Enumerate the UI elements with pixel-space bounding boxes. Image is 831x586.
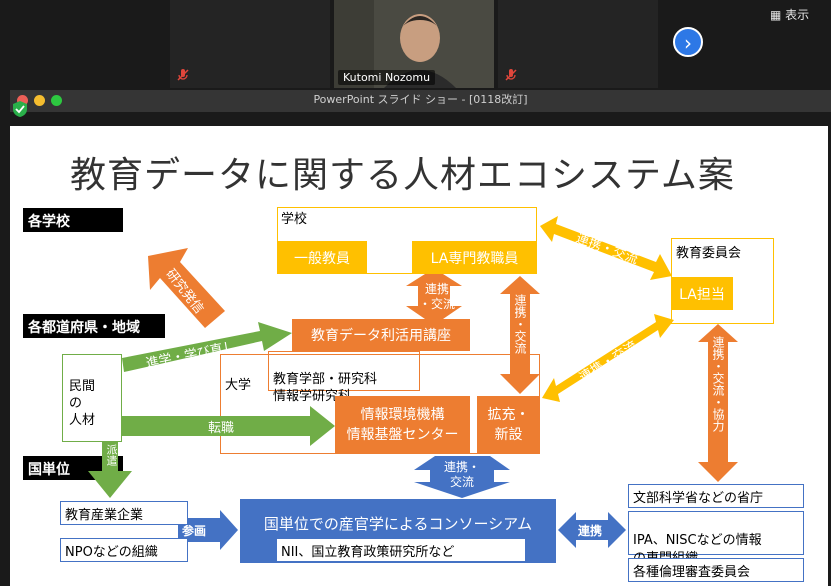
slide-title: 教育データに関する人材エコシステム案 [70,155,735,196]
la-staff-box: LA担当 [671,277,733,310]
school-box [277,207,537,274]
board-label: 教育委員会 [676,246,742,261]
coop-board-vertical-arrow-label: 連携・交流・協力 [711,336,725,432]
research-arrow [148,248,225,328]
participate-arrow-label: 参画 [182,524,207,538]
mic-muted-icon [176,68,190,85]
faculties-label: 教育学部・研究科 情報学研究科 [273,372,378,404]
transfer-arrow-label: 転職 [208,421,235,436]
advance-arrow [122,322,292,372]
transfer-arrow [122,406,335,446]
minimize-window-icon[interactable] [34,95,45,106]
level-label-prefecture: 各都道府県・地域 [23,314,165,338]
slide-canvas[interactable]: 教育データに関する人材エコシステム案 各学校 各都道府県・地域 国単位 学校 一… [10,126,828,586]
participant-name: Kutomi Nozomu [338,70,436,85]
dispatch-arrow [88,442,132,498]
university-label: 大学 [225,378,252,393]
general-teacher-box: 一般教員 [277,241,367,274]
security-shield-icon [12,100,28,118]
info-center-label: 情報環境機構 情報基盤センター [346,407,459,443]
show-view-button[interactable]: ▦ 表示 [770,6,809,23]
coop-vertical-arrow-label: 連携・交流 [513,294,527,354]
ed-industry-box: 教育産業企業 [60,501,188,525]
participate-arrow [178,510,238,550]
coop-board-top-arrow [540,216,672,280]
faculties-box: 教育学部・研究科 情報学研究科 [268,351,420,404]
coop-national-arrow [414,456,510,498]
la-teacher-box: LA専門教職員 [412,241,537,274]
coop-board-vertical-arrow [698,324,738,482]
video-tile-left [170,0,330,88]
ethics-box: 各種倫理審査委員会 [628,558,804,582]
private-sector-label: 民間 の 人材 [69,379,96,428]
window-title: PowerPoint スライド ショー - [0118改訂] [313,93,528,106]
course-box: 教育データ利活用講座 [292,319,470,351]
level-label-school: 各学校 [23,208,123,232]
next-page-button[interactable]: › [673,27,703,57]
diagram-arrows [88,216,738,550]
video-tile-right [498,0,658,88]
private-sector-box: 民間 の 人材 [62,354,122,442]
coop-vertical-arrow [500,276,540,394]
dispatch-arrow-label: 派遣 [105,444,118,466]
mic-muted-icon [504,68,518,85]
coop-national-arrow-label: 連携・ 交流 [443,460,480,489]
coop-board-mid-arrow [542,314,674,402]
maximize-window-icon[interactable] [51,95,62,106]
grid-icon: ▦ [770,8,782,22]
coop-small-arrow-label: 連携 ・交流 [418,282,455,311]
show-view-label: 表示 [785,8,810,22]
window-titlebar[interactable]: PowerPoint スライド ショー - [0118改訂] [10,90,831,112]
link-arrow-label: 連携 [578,524,603,538]
coop-small-arrow [406,274,462,319]
consortium-title: 国単位での産官学によるコンソーシアム [263,515,533,533]
school-label: 学校 [281,212,308,227]
mext-box: 文部科学省などの省庁 [628,484,804,508]
info-center-box: 情報環境機構 情報基盤センター [335,396,470,454]
close-window-icon[interactable] [17,95,28,106]
expand-label: 拡充・ 新設 [487,407,530,443]
npo-box: NPOなどの組織 [60,538,188,562]
video-tile-speaker[interactable]: Kutomi Nozomu [334,0,494,88]
link-arrow [558,512,626,548]
consortium-members-box: NII、国立教育政策研究所など [276,538,526,562]
ipa-box: IPA、NISCなどの情報 の専門組織 [628,511,804,566]
expand-box: 拡充・ 新設 [477,396,540,454]
